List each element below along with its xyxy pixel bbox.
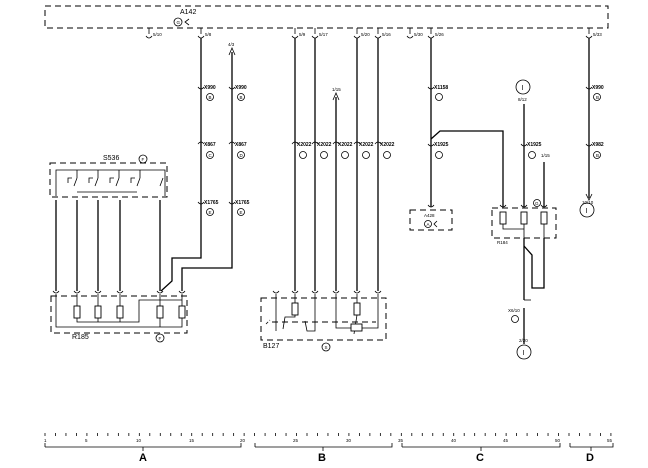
page-ref: 4/3 [228,42,235,47]
ruler-number: 10 [136,438,142,443]
wires [55,38,593,344]
connector-x867: X867 [204,142,216,148]
ruler-labels: 1 5 10 15 20 25 30 35 40 45 50 55 A B C … [44,438,614,464]
pin-ref: 5/30 [414,32,423,37]
pin-ref: 5/20 [361,32,370,37]
module-r185-label: R185 [72,334,89,341]
connector-circle: B [596,153,599,158]
connector-x982: X982 [592,142,604,148]
connector-x990: X990 [204,85,216,91]
pin-ref: 5/33 [593,32,602,37]
connector-x1925: X1925 [434,142,449,148]
connector-x1925: X1925 [527,142,542,148]
ground-icon: I [523,350,525,357]
ruler-section-c: C [476,452,484,464]
connector-circle: E [240,210,243,215]
ruler-number: 40 [451,438,457,443]
ruler-number: 1 [44,438,47,443]
connector-x2022: X2022 [317,142,332,148]
connector-circle: D [240,153,244,158]
module-s536: S536 F [49,154,168,198]
module-a142: A142 G [44,5,609,29]
ruler-number: 30 [346,438,352,443]
connector-x2022: X2022 [338,142,353,148]
ruler-number: 45 [503,438,509,443]
module-circle: F [159,336,162,341]
ruler-number: 5 [85,438,88,443]
pin-ref: 5/26 [435,32,444,37]
module-b127: B127 S [260,290,387,352]
module-r184: G R184 [491,199,557,245]
ruler-number: 55 [607,438,613,443]
connector-circle: C [209,153,213,158]
module-a428: A428 A [409,204,453,231]
module-a142-circle: G [177,20,181,25]
pin-ref: 5/9 [299,32,306,37]
connector-x1765: X1765 [204,200,219,206]
ruler-section-a: A [139,452,147,464]
connector-x2022: X2022 [380,142,395,148]
module-circle: S [325,345,328,350]
module-s536-label: S536 [103,155,119,162]
page-refs: 4/3 1/15 1/15 8/12 10/10 2/20 [228,42,594,343]
module-circle: A [427,222,430,227]
page-ref: 10/10 [582,200,594,205]
connector-x1765: X1765 [235,200,250,206]
ruler-number: 25 [293,438,299,443]
ruler-section-d: D [586,452,594,464]
top-pin-refs: 5/10 5/8 5/9 5/17 5/20 5/16 5/30 5/26 5/… [145,28,602,39]
pin-ref: 5/16 [382,32,391,37]
page-ref: 8/12 [518,97,527,102]
connector-circle: E [209,210,212,215]
ruler-number: 20 [240,438,246,443]
connector-x6-10: X6/10 [508,308,520,313]
page-ref: 2/20 [519,338,528,343]
connector-x1158: X1158 [434,85,448,91]
module-b127-label: B127 [263,343,279,350]
ruler-number: 15 [189,438,195,443]
module-a428-label: A428 [424,213,435,218]
page-ref: 1/15 [541,153,550,158]
connector-x867: X867 [235,142,247,148]
connector-circle: B [240,95,243,100]
module-a142-label: A142 [180,9,196,16]
grid-ruler [44,433,612,436]
connector-circle: G [535,201,539,206]
ruler-number: 50 [555,438,561,443]
module-r185: R185 F [50,290,188,343]
connectors: X990 X990 X867 X867 X1765 X1765 B B C D … [197,85,604,323]
connector-x990: X990 [592,85,604,91]
connector-circle: B [596,95,599,100]
pin-ref: 5/8 [205,32,212,37]
pin-ref: 5/17 [319,32,328,37]
ruler-section-b: B [318,452,326,464]
module-circle: F [142,157,145,162]
page-ref: 1/15 [332,87,341,92]
pin-ref: 5/10 [153,32,162,37]
connector-circle: B [209,95,212,100]
ground-symbols: I I I [515,79,595,360]
module-r184-label: R184 [497,240,508,245]
connector-x2022: X2022 [297,142,312,148]
ground-icon: I [522,85,524,92]
ruler-number: 35 [398,438,404,443]
ground-icon: I [586,208,588,215]
connector-x2022: X2022 [359,142,374,148]
connector-x990: X990 [235,85,247,91]
